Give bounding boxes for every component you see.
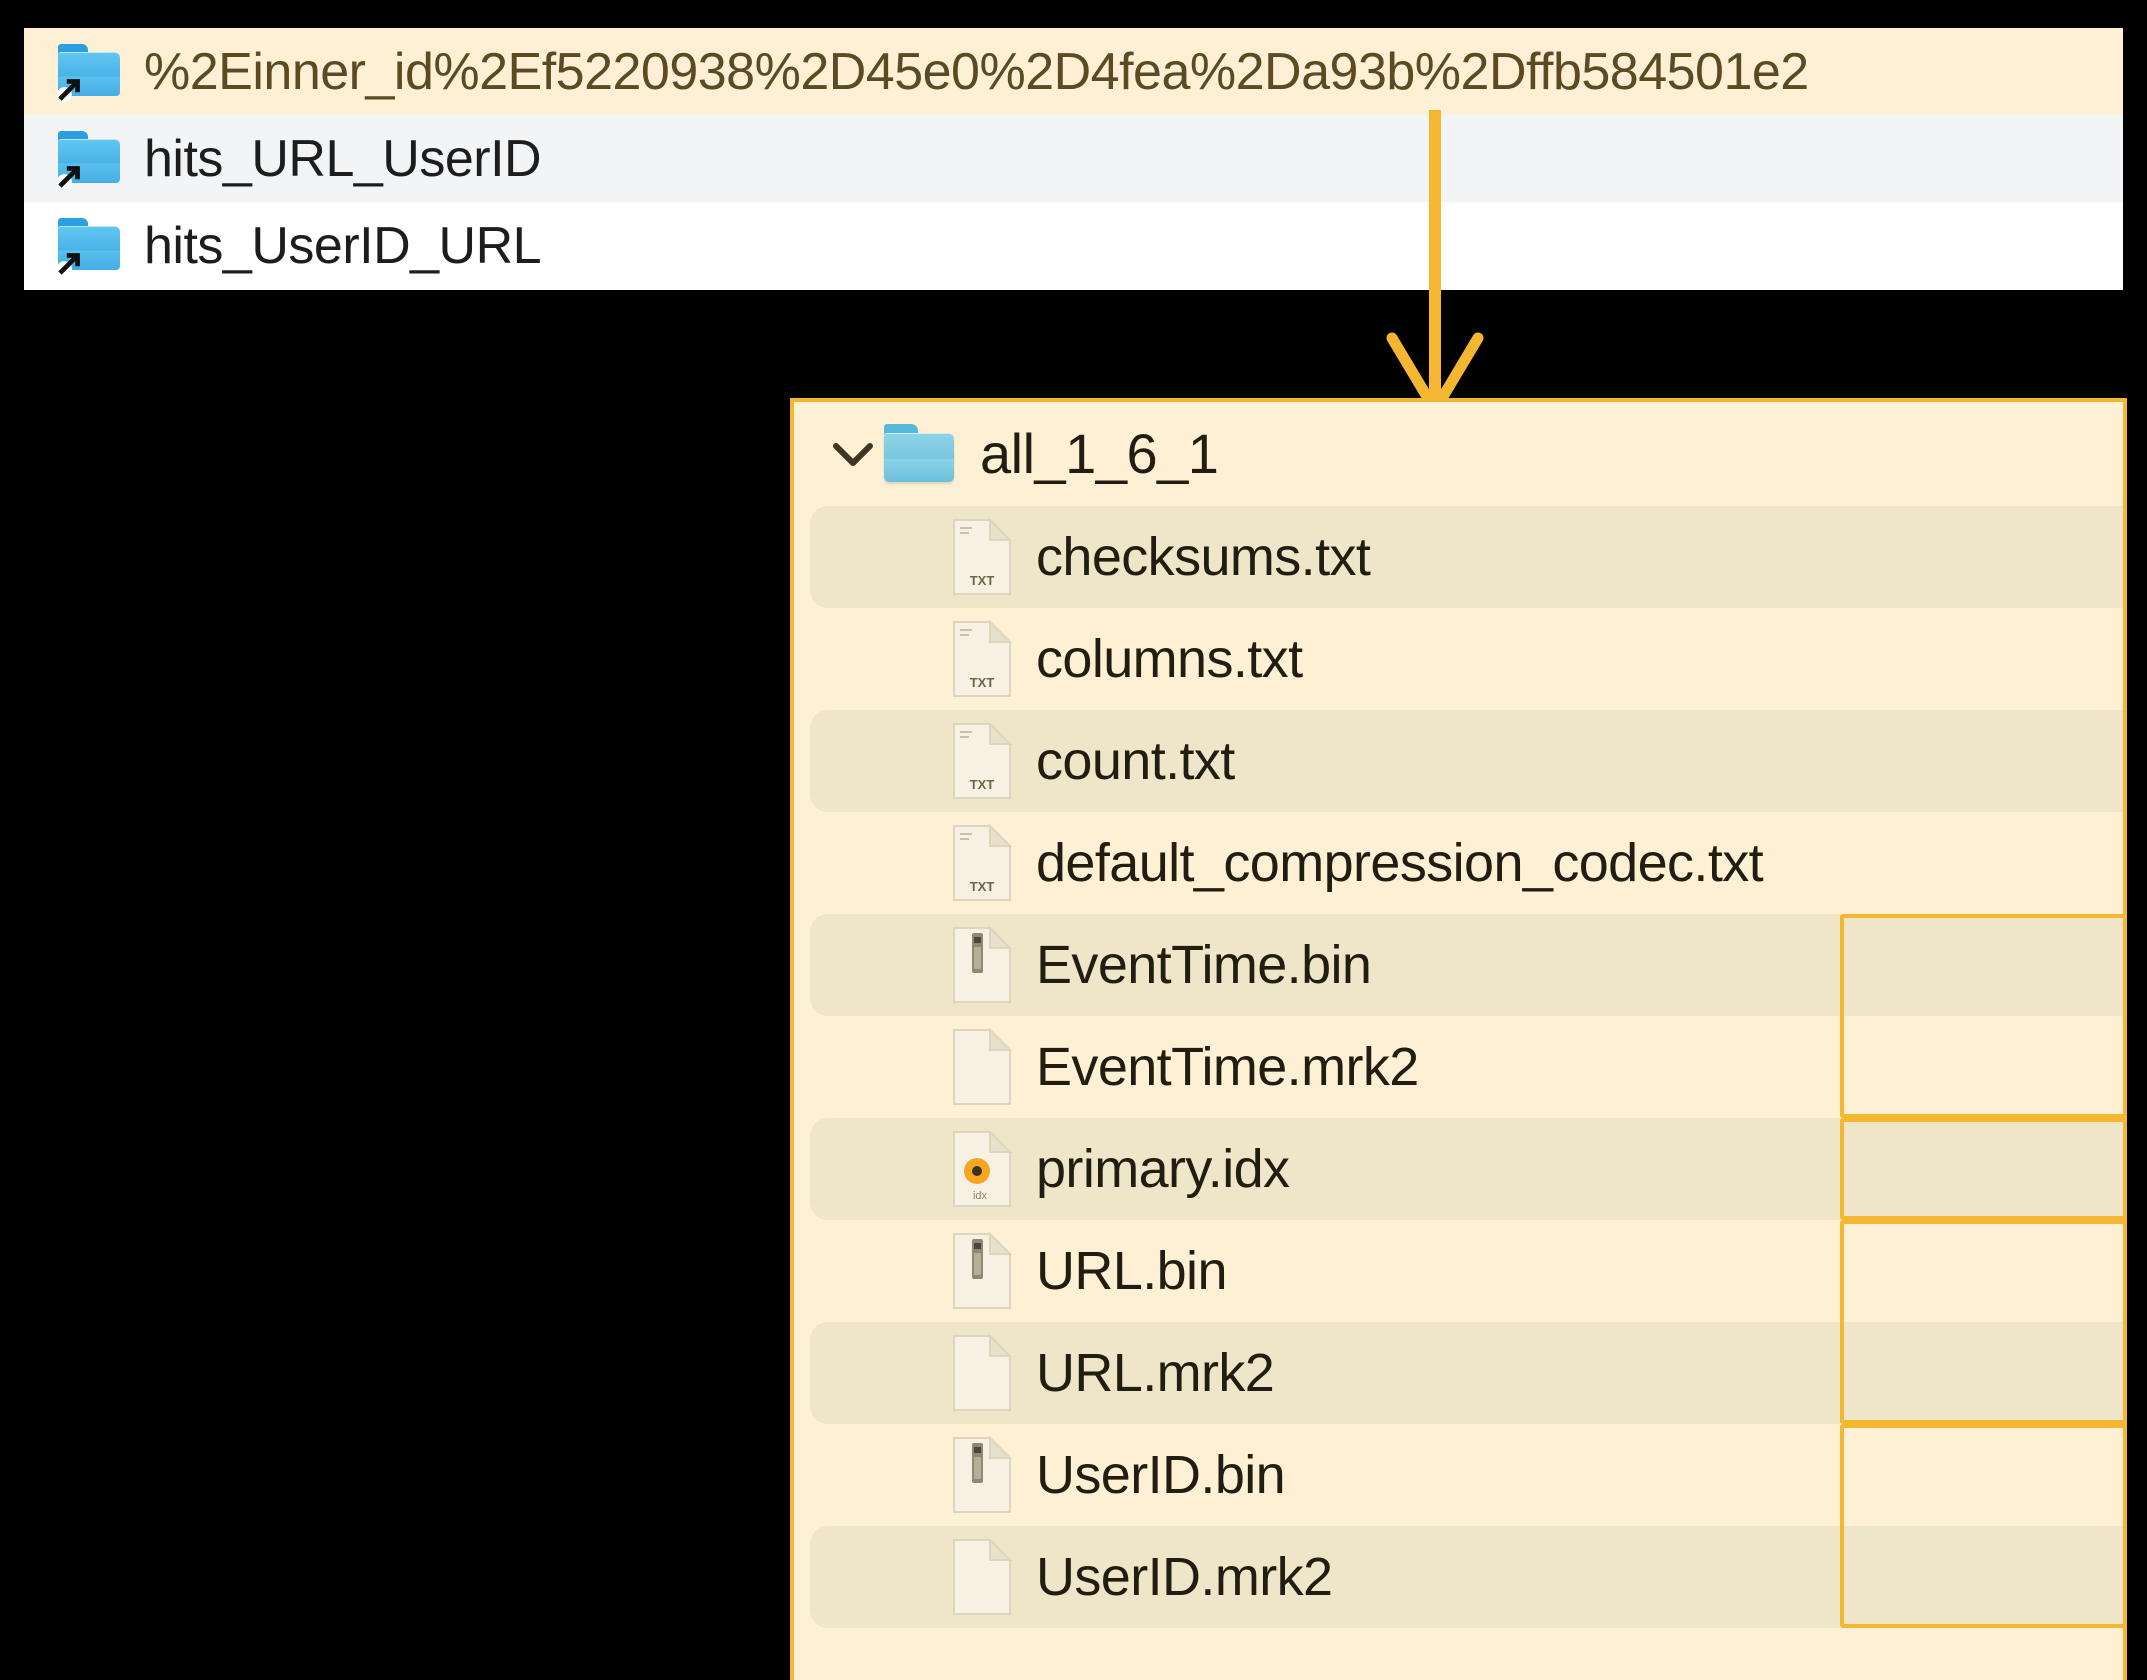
file-row[interactable]: TXT default_compression_codec.txt xyxy=(794,812,2123,914)
file-name-label: EventTime.bin xyxy=(1036,935,1372,995)
list-item-label: hits_URL_UserID xyxy=(144,129,542,188)
chevron-down-icon[interactable] xyxy=(830,439,876,469)
file-name-label: EventTime.mrk2 xyxy=(1036,1037,1419,1097)
file-row[interactable]: idx primary.idx xyxy=(794,1118,2123,1220)
file-name-label: default_compression_codec.txt xyxy=(1036,833,1764,893)
folder-name-label: all_1_6_1 xyxy=(980,422,1219,485)
svg-text:TXT: TXT xyxy=(970,777,995,792)
list-item-label: hits_UserID_URL xyxy=(144,216,542,275)
file-name-label: checksums.txt xyxy=(1036,527,1371,587)
file-row[interactable]: URL.bin xyxy=(794,1220,2123,1322)
folder-row-all_1_6_1[interactable]: all_1_6_1 xyxy=(794,402,2123,506)
txt-file-icon: TXT xyxy=(950,823,1014,903)
file-row[interactable]: UserID.bin xyxy=(794,1424,2123,1526)
file-row[interactable]: TXT columns.txt xyxy=(794,608,2123,710)
txt-file-icon: TXT xyxy=(950,721,1014,801)
svg-text:idx: idx xyxy=(973,1190,988,1202)
svg-text:TXT: TXT xyxy=(970,879,995,894)
folder-symlink-icon xyxy=(56,130,122,189)
shortcut-arrow-icon xyxy=(56,165,80,189)
list-item[interactable]: hits_URL_UserID xyxy=(24,115,2123,202)
bin-file-icon xyxy=(950,925,1014,1005)
file-name-label: UserID.bin xyxy=(1036,1445,1286,1505)
file-name-label: UserID.mrk2 xyxy=(1036,1547,1333,1607)
file-name-label: URL.bin xyxy=(1036,1241,1228,1301)
txt-file-icon: TXT xyxy=(950,517,1014,597)
idx-file-icon: idx xyxy=(950,1129,1014,1209)
folder-symlink-icon xyxy=(56,217,122,276)
bin-file-icon xyxy=(950,1435,1014,1515)
shortcut-arrow-icon xyxy=(56,78,80,102)
txt-file-icon: TXT xyxy=(950,619,1014,699)
svg-text:TXT: TXT xyxy=(970,573,995,588)
file-name-label: primary.idx xyxy=(1036,1139,1290,1199)
list-item-label: %2Einner_id%2Ef5220938%2D45e0%2D4fea%2Da… xyxy=(144,42,1809,101)
svg-text:TXT: TXT xyxy=(970,675,995,690)
list-item[interactable]: %2Einner_id%2Ef5220938%2D45e0%2D4fea%2Da… xyxy=(24,28,2123,115)
file-row[interactable]: EventTime.mrk2 xyxy=(794,1016,2123,1118)
folder-symlink-icon xyxy=(56,43,122,102)
file-name-label: columns.txt xyxy=(1036,629,1303,689)
blank-file-icon xyxy=(950,1027,1014,1107)
table-symlink-list[interactable]: %2Einner_id%2Ef5220938%2D45e0%2D4fea%2Da… xyxy=(24,28,2123,290)
down-arrow-annotation xyxy=(1386,110,1484,416)
bin-file-icon xyxy=(950,1231,1014,1311)
file-row[interactable]: TXT checksums.txt xyxy=(794,506,2123,608)
shortcut-arrow-icon xyxy=(56,252,80,276)
file-name-label: count.txt xyxy=(1036,731,1235,791)
file-row[interactable]: TXT count.txt xyxy=(794,710,2123,812)
folder-icon xyxy=(882,424,956,484)
file-row[interactable]: EventTime.bin xyxy=(794,914,2123,1016)
blank-file-icon xyxy=(950,1537,1014,1617)
file-row[interactable]: UserID.mrk2 xyxy=(794,1526,2123,1628)
blank-file-icon xyxy=(950,1333,1014,1413)
file-row[interactable]: URL.mrk2 xyxy=(794,1322,2123,1424)
list-item[interactable]: hits_UserID_URL xyxy=(24,202,2123,289)
file-name-label: URL.mrk2 xyxy=(1036,1343,1275,1403)
